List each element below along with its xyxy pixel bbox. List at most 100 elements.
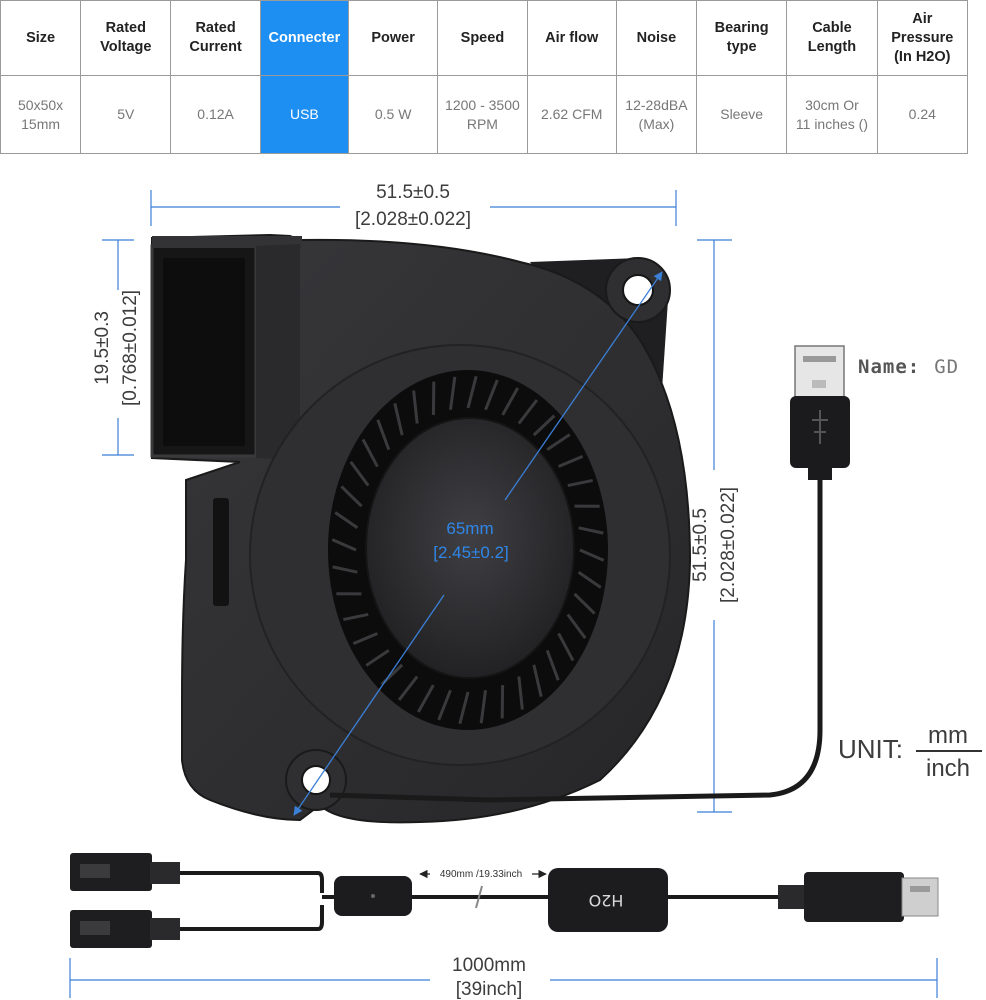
impeller-blade: [376, 419, 391, 451]
splitter-cable: H2O: [70, 853, 939, 948]
value-line: 11 inches (): [795, 115, 868, 132]
header-line: Power: [371, 29, 415, 46]
header-line: Connecter: [268, 29, 341, 46]
value-air-pressure: 0.24: [876, 75, 969, 154]
value-line: Sleeve: [720, 106, 764, 122]
dimension-top-width: 51.5±0.5 [2.028±0.022]: [150, 182, 677, 230]
cable-total-mm: 1000mm: [452, 955, 526, 976]
impeller-blade: [416, 684, 435, 713]
header-line: Bearing: [714, 20, 769, 36]
header-power: Power: [347, 0, 439, 76]
impeller-blade: [448, 376, 457, 410]
header-line: (In H2O): [894, 48, 951, 65]
impeller-blade: [343, 612, 369, 622]
value-rated-current: 0.12A: [170, 75, 261, 154]
header-line: Air Pressure: [891, 10, 954, 46]
impeller-blade: [437, 689, 452, 721]
impeller-blade: [577, 570, 602, 589]
impeller-blade: [566, 613, 587, 640]
left-height-inch: [0.768±0.012]: [120, 290, 141, 406]
header-line: Air flow: [545, 29, 599, 46]
header-line: Size: [26, 29, 56, 46]
value-line: RPM: [466, 115, 498, 132]
value-rated-voltage: 5V: [80, 75, 172, 154]
header-air-pressure: Air Pressure (In H2O): [876, 0, 969, 76]
header-line: Current: [189, 39, 242, 55]
dimension-segment: 490mm /19.33inch: [419, 866, 547, 880]
dimension-left-height: 19.5±0.3 [0.768±0.012]: [92, 239, 141, 456]
value-noise: 12-28dBA (Max): [615, 75, 698, 154]
impeller-blade: [397, 675, 419, 701]
impeller-blade: [334, 511, 359, 530]
impeller-blade: [567, 478, 593, 488]
impeller-blade: [545, 649, 560, 681]
product-name-label: Name:GD: [858, 356, 959, 378]
blower-fan: [150, 233, 692, 824]
header-line: Length: [807, 39, 857, 55]
impeller-blade: [517, 676, 524, 710]
unit-mm: mm: [928, 722, 968, 749]
impeller-blade: [349, 460, 370, 487]
dimension-cable-total: 1000mm [39inch]: [69, 955, 938, 1000]
value-line: USB: [289, 106, 319, 122]
dimension-right-height: 51.5±0.5 [2.028±0.022]: [690, 239, 739, 813]
impeller-blade: [361, 438, 379, 468]
value-power: 0.5 W: [347, 75, 439, 154]
impeller-blade: [546, 433, 571, 451]
value-line: 0.12A: [197, 106, 234, 122]
left-height-mm: 19.5±0.3: [92, 311, 113, 385]
impeller-blade: [558, 454, 584, 468]
value-line: 0.5 W: [374, 106, 412, 122]
header-noise: Noise: [615, 0, 698, 76]
value-line: 12-28dBA: [625, 96, 688, 113]
header-line: Noise: [636, 29, 677, 46]
header-line: Rated: [195, 20, 236, 36]
header-air-flow: Air flow: [526, 0, 617, 76]
impeller-blade: [352, 632, 378, 646]
value-line: 30cm Or: [805, 96, 859, 113]
impeller-blade: [412, 390, 419, 424]
impeller-blade: [532, 414, 556, 437]
impeller-blade: [517, 399, 539, 425]
value-line: 2.62 CFM: [540, 106, 603, 122]
impeller-blade: [458, 691, 470, 725]
impeller-blade: [501, 387, 520, 416]
header-line: Rated: [105, 20, 146, 36]
impeller-blade: [484, 379, 499, 411]
top-width-mm: 51.5±0.5: [376, 182, 450, 203]
impeller-blade: [579, 548, 605, 562]
usb-cable: [329, 345, 850, 803]
impeller-blade: [332, 565, 358, 574]
dimension-diagonal: 65mm [2.45±0.2]: [293, 271, 663, 816]
cable-total-inch: [39inch]: [456, 979, 523, 1000]
value-line: (Max): [638, 115, 675, 132]
header-connecter: Connecter: [259, 0, 350, 76]
impeller-blade: [578, 526, 604, 535]
header-line: Voltage: [100, 39, 152, 55]
impeller-blades: [331, 375, 605, 725]
header-line: Cable: [812, 20, 852, 36]
value-line: 15mm: [21, 115, 61, 132]
impeller-blade: [466, 375, 478, 409]
impeller-blade: [365, 649, 390, 667]
diagonal-inch: [2.45±0.2]: [433, 543, 509, 562]
value-air-flow: 2.62 CFM: [526, 75, 617, 154]
name-value: GD: [934, 356, 960, 378]
value-line: 1200 - 3500: [445, 96, 520, 113]
unit-label: UNIT:: [838, 734, 903, 764]
impeller-blade: [393, 403, 404, 436]
value-cable-length: 30cm Or 11 inches (): [786, 75, 878, 154]
impeller-blade: [532, 664, 543, 697]
header-line: Speed: [460, 29, 505, 46]
impeller-blade: [340, 485, 363, 508]
value-bearing-type: Sleeve: [695, 75, 788, 154]
